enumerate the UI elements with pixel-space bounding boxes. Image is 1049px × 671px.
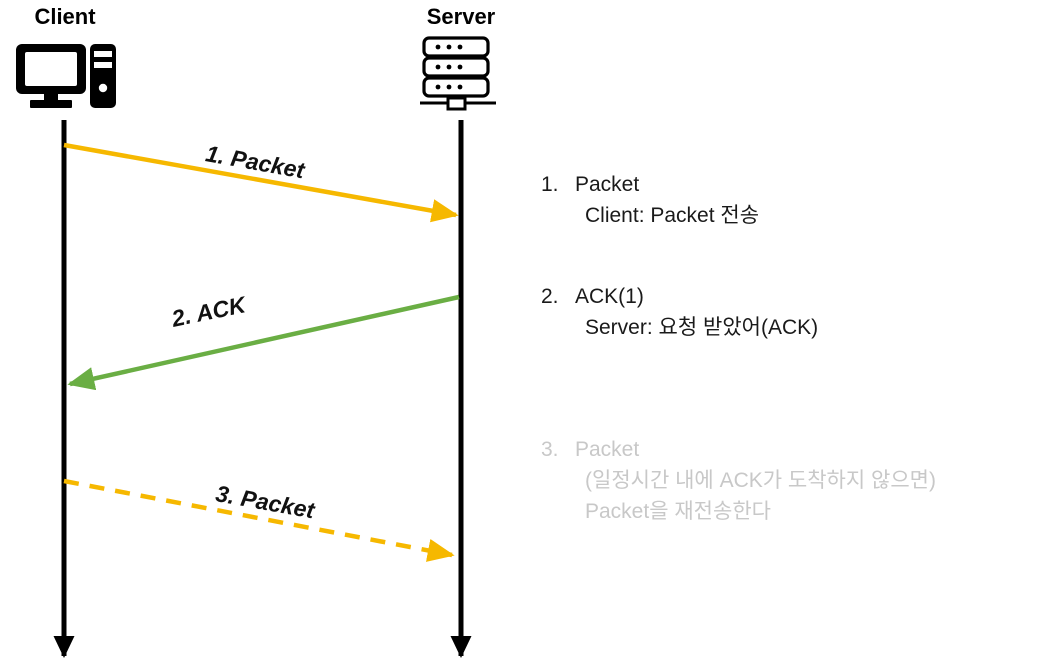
- actor-label-server: Server: [426, 4, 496, 29]
- note-2-number: 2.: [541, 285, 559, 308]
- message-arrow-packet-1: [63, 142, 459, 223]
- note-3-line-1: (일정시간 내에 ACK가 도착하지 않으면): [585, 469, 936, 492]
- note-3-title: Packet: [575, 438, 640, 461]
- note-3-heading: 3. Packet: [541, 434, 936, 465]
- note-1-line-1: Client: Packet 전송: [585, 204, 760, 227]
- desktop-computer-icon: [16, 44, 116, 108]
- actor-label-client: Client: [34, 4, 96, 29]
- server-rack-icon: [420, 36, 496, 111]
- note-2-heading: 2. ACK(1): [541, 281, 818, 312]
- note-3-number: 3.: [541, 438, 559, 461]
- message-arrow-ack-2: [67, 294, 460, 391]
- message-arrow-packet-3: [63, 478, 455, 562]
- note-1-number: 1.: [541, 173, 559, 196]
- note-item-3: 3. Packet (일정시간 내에 ACK가 도착하지 않으면) Packet을…: [541, 434, 936, 527]
- note-item-2: 2. ACK(1) Server: 요청 받았어(ACK): [541, 281, 818, 343]
- note-1-heading: 1. Packet: [541, 169, 759, 200]
- note-3-line-2: Packet을 재전송한다: [585, 500, 771, 523]
- note-1-title: Packet: [575, 173, 640, 196]
- note-2-line-1: Server: 요청 받았어(ACK): [585, 316, 819, 339]
- note-2-title: ACK(1): [575, 285, 644, 308]
- note-item-1: 1. Packet Client: Packet 전송: [541, 169, 759, 231]
